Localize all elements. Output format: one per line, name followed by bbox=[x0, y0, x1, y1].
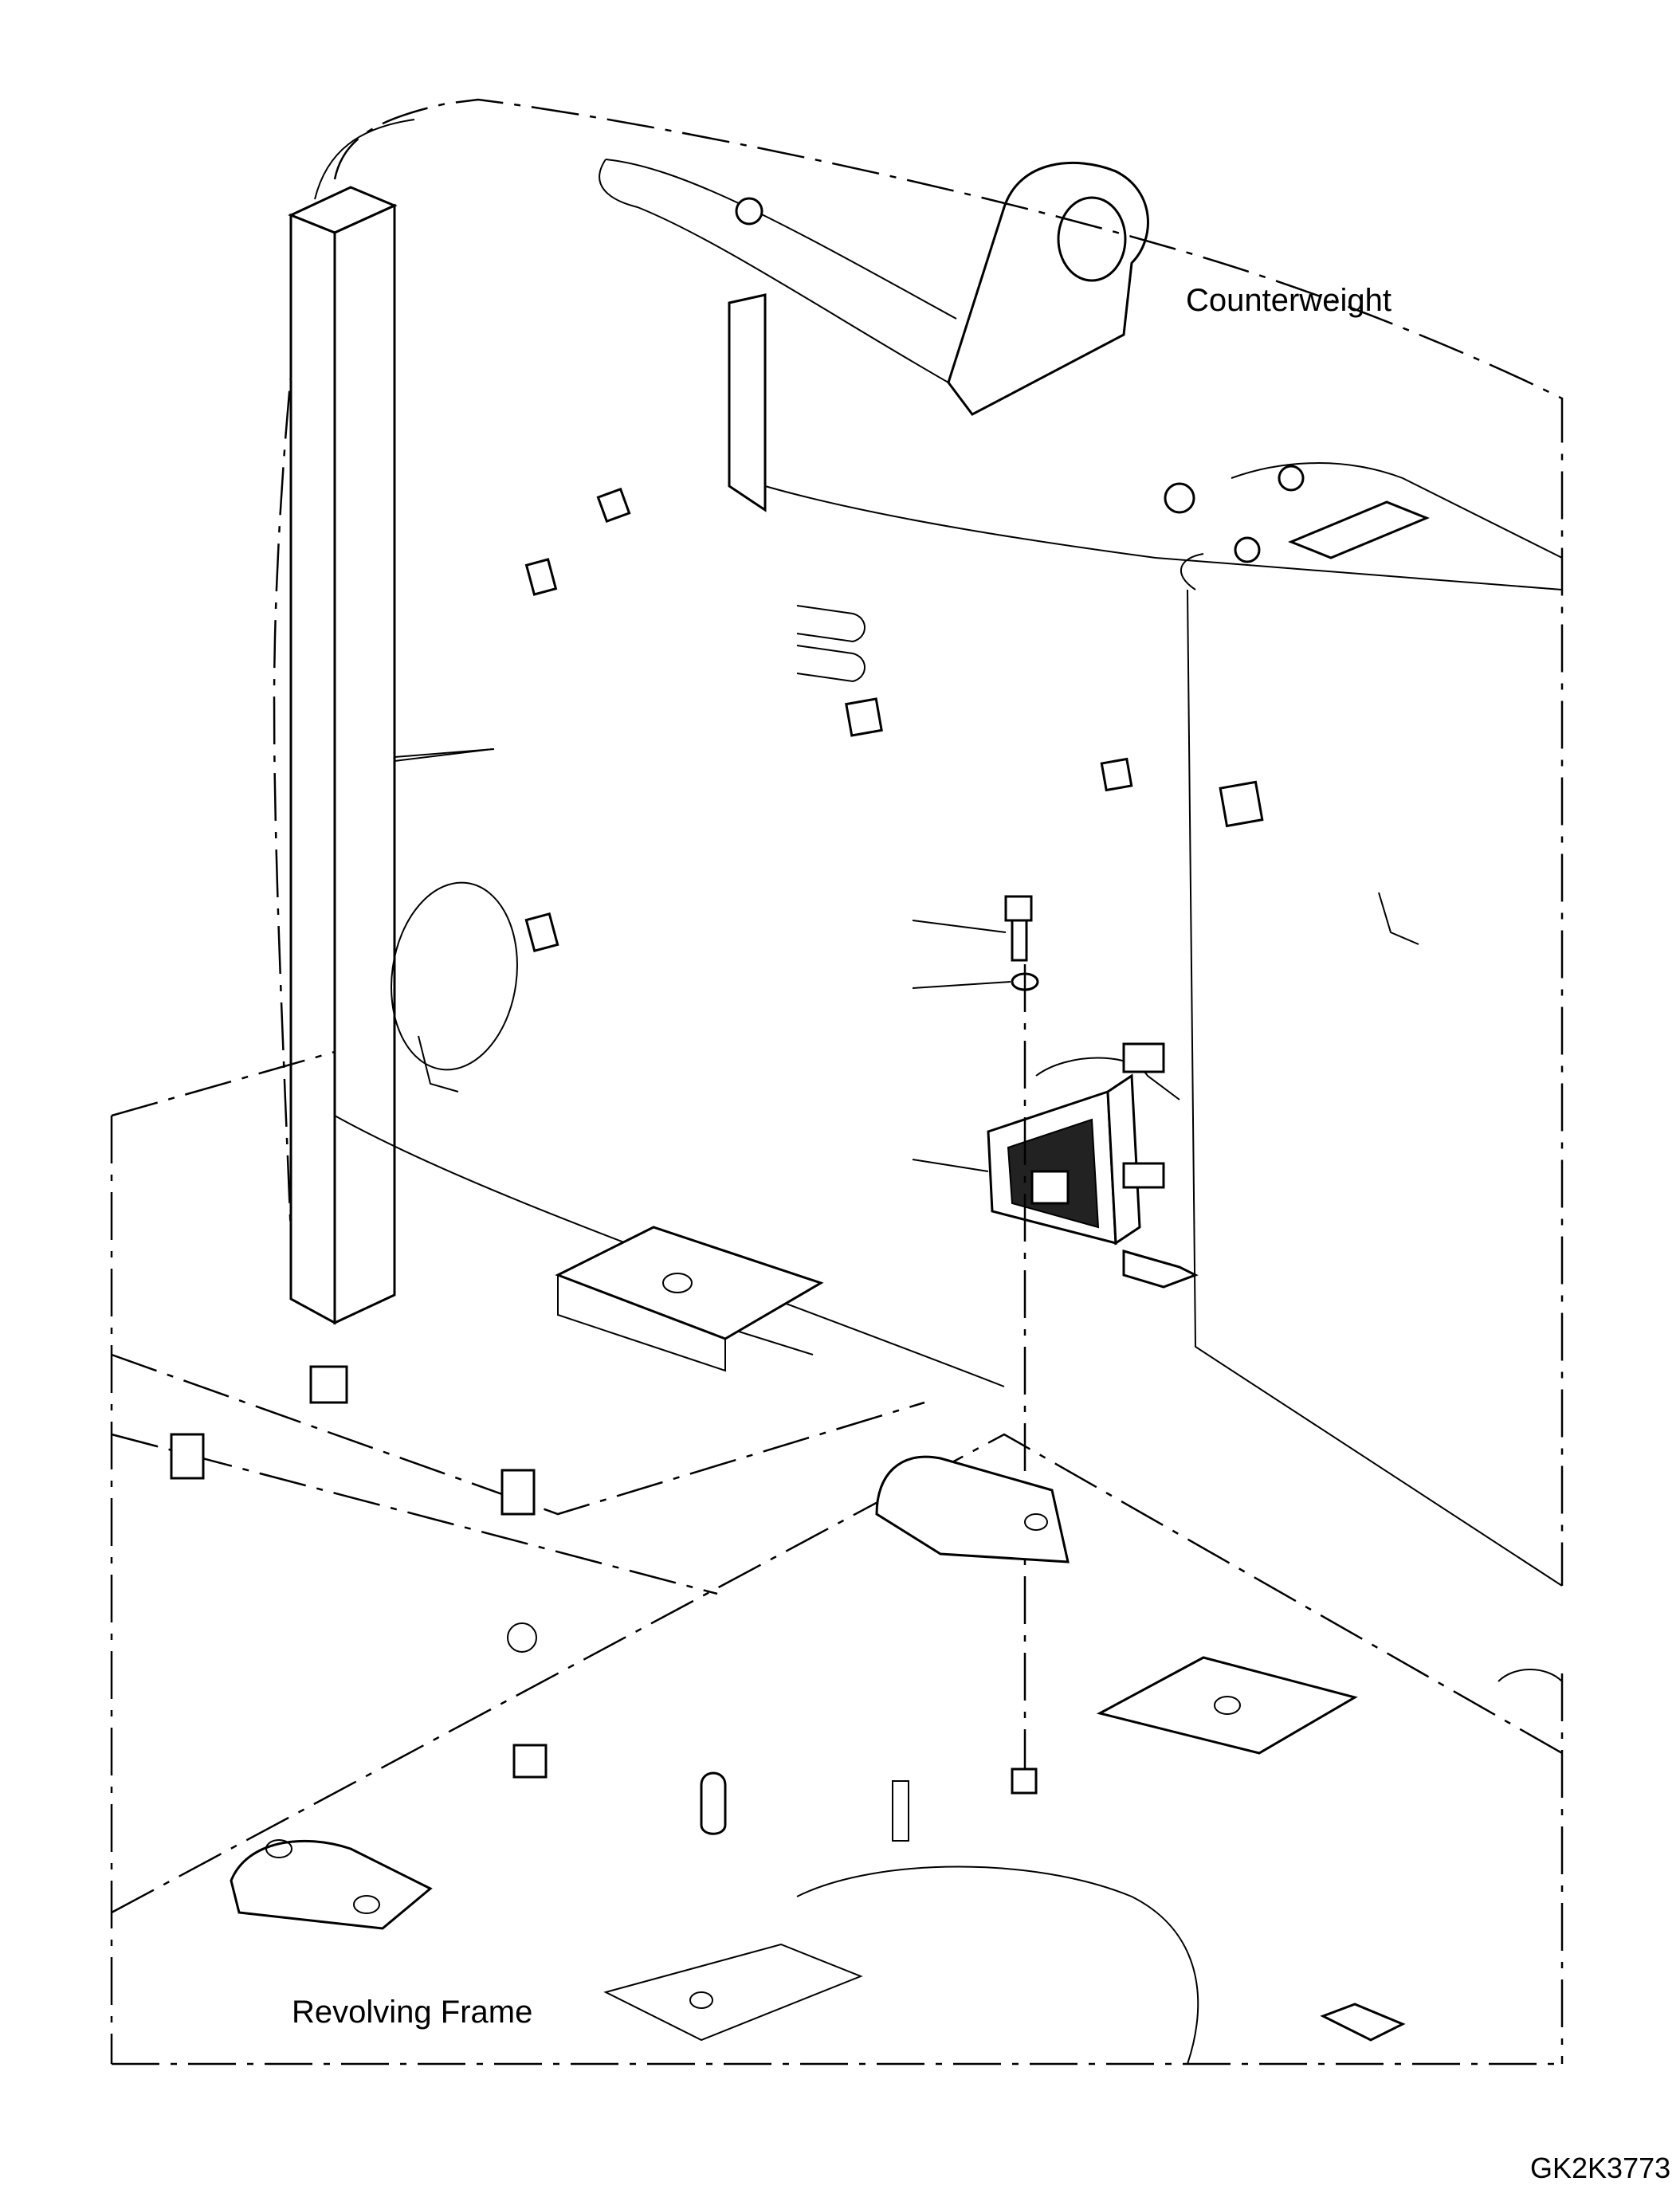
post-leader-line bbox=[394, 748, 493, 762]
lifting-eye bbox=[599, 159, 1149, 416]
washer bbox=[912, 972, 1039, 991]
counterweight-bracket bbox=[728, 197, 1563, 563]
access-cover bbox=[391, 881, 518, 1071]
bolt bbox=[912, 895, 1033, 962]
backup-alarm bbox=[912, 1042, 1199, 1289]
drawing-code: GK2K3773 bbox=[1530, 2152, 1671, 2184]
counterweight-label: Counterweight bbox=[1186, 283, 1391, 318]
frame-blocks bbox=[170, 1365, 909, 1842]
weld-nut bbox=[1011, 1767, 1038, 1795]
revolving-frame bbox=[110, 1050, 1564, 2066]
vertical-post bbox=[288, 186, 495, 1325]
counterweight-outline bbox=[273, 98, 1564, 1587]
revolving-frame-label: Revolving Frame bbox=[292, 1995, 533, 2030]
mounting-clips bbox=[418, 487, 1419, 1093]
